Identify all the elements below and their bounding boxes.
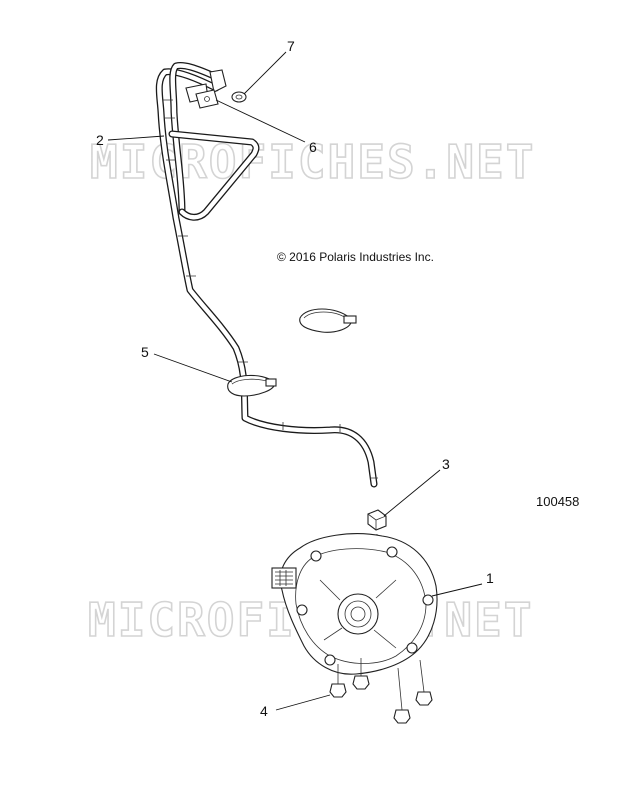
bracket-part-6	[195, 89, 219, 109]
nut-part-7	[231, 91, 247, 103]
callout-2: 2	[96, 132, 104, 148]
vent-hose-part-2	[155, 62, 378, 488]
clamp-part-5	[227, 374, 277, 397]
loose-clamp	[299, 308, 357, 333]
gearcase-housing-part-1	[271, 533, 438, 675]
callout-3: 3	[442, 456, 450, 472]
fitting-part-3	[367, 509, 387, 542]
callout-6: 6	[309, 139, 317, 155]
leader-5	[153, 353, 233, 383]
callout-7: 7	[287, 38, 295, 54]
callout-1: 1	[486, 570, 494, 586]
callout-5: 5	[141, 344, 149, 360]
leader-2	[107, 135, 165, 141]
leader-1	[431, 583, 483, 597]
leader-7	[243, 51, 287, 95]
leader-6	[215, 99, 306, 143]
leader-3	[383, 469, 441, 517]
copyright-notice: © 2016 Polaris Industries Inc.	[277, 250, 434, 264]
leader-4	[275, 694, 331, 711]
bolts-part-4	[329, 658, 433, 724]
callout-4: 4	[260, 703, 268, 719]
figure-number: 100458	[536, 494, 579, 509]
